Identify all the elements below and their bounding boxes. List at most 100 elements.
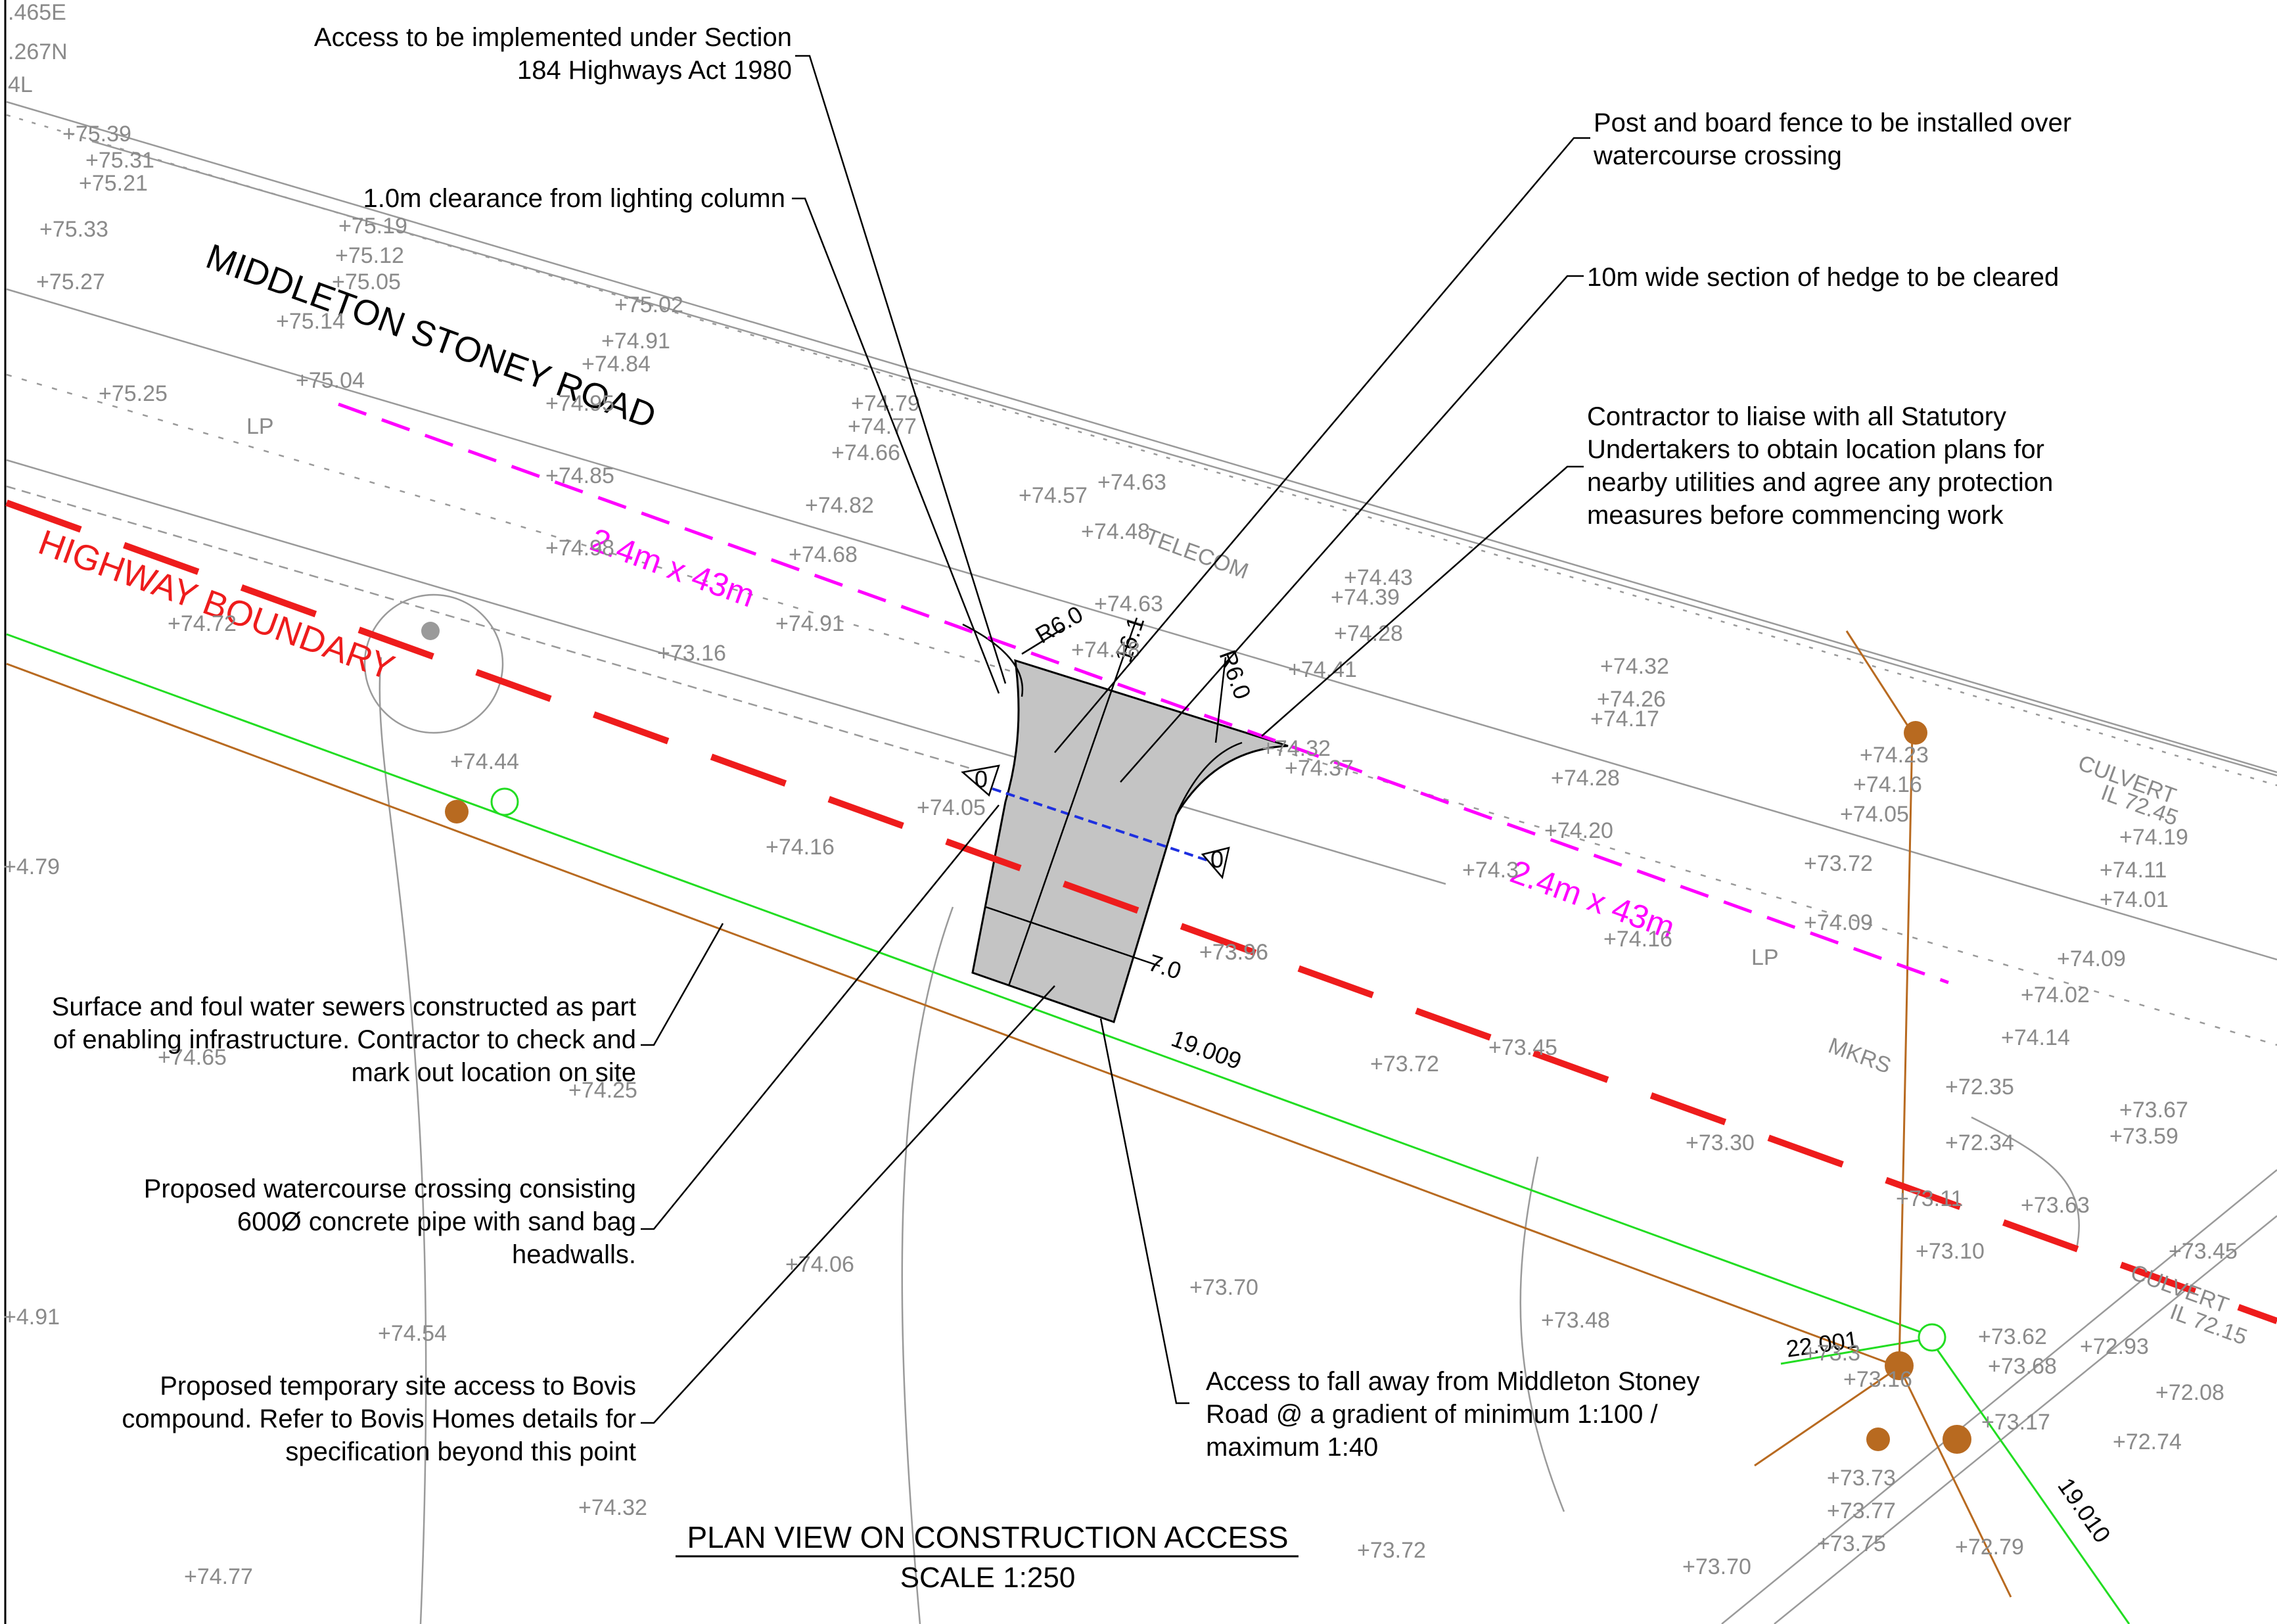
leader-statutory: [1261, 465, 1584, 737]
corner-label-1: .465E: [8, 0, 66, 25]
spot-level: +73.45: [1488, 1035, 1557, 1060]
spot-level: +74.19: [2119, 825, 2188, 850]
headwall-east: [1201, 847, 1230, 879]
spot-level: +74.48: [1081, 519, 1150, 544]
spot-level: +74.91: [601, 329, 670, 354]
hedge-line-top: [6, 101, 2277, 774]
spot-level: +74.91: [775, 611, 844, 636]
leader-watercourse: [641, 804, 1000, 1230]
svg-text:compound. Refer to Bovis Homes: compound. Refer to Bovis Homes details f…: [122, 1404, 636, 1433]
spot-level: +73.75: [1817, 1531, 1886, 1556]
spot-level: +73.70: [1189, 1275, 1258, 1300]
spot-level: +73.96: [1199, 940, 1268, 965]
spot-level: +73.96: [1199, 940, 1268, 965]
svg-text:Contractor to liaise with all: Contractor to liaise with all Statutory: [1587, 402, 2006, 431]
spot-level: +73.17: [1981, 1410, 2050, 1435]
note-gradient: Access to fall away from Middleton Stone…: [1206, 1367, 1699, 1462]
spot-level: +74.05: [1840, 802, 1909, 827]
ditch-line: [6, 485, 973, 770]
spot-level: +74.63: [1094, 592, 1163, 616]
spot-level: +73.77: [1827, 1498, 1896, 1523]
svg-text:Road @ a gradient of minimum 1: Road @ a gradient of minimum 1:100 /: [1206, 1400, 1659, 1429]
spot-level: +72.35: [1945, 1075, 2014, 1100]
spot-level: +73.72: [1370, 1052, 1439, 1077]
visibility-splay-line: [338, 402, 1949, 985]
svg-text:Undertakers to obtain location: Undertakers to obtain location plans for: [1587, 435, 2044, 464]
spot-level: +74.11: [2100, 858, 2167, 883]
foul-manhole-2: [1904, 721, 1927, 745]
svg-text:headwalls.: headwalls.: [512, 1240, 636, 1269]
footway-se-2: [1774, 1215, 2277, 1624]
spot-level: +73.70: [1682, 1554, 1751, 1579]
visibility-splay-label-west: 2.4m x 43m: [586, 521, 760, 615]
surface-water-sewer: [6, 633, 1936, 1339]
spot-level: +74.48: [1071, 638, 1140, 662]
spot-level: +74.16: [1853, 772, 1922, 797]
spot-level: +73.72: [1804, 851, 1873, 876]
spot-level: +74.32: [578, 1495, 647, 1520]
spot-level: +74.54: [378, 1321, 447, 1346]
svg-text:Proposed temporary site access: Proposed temporary site access to Bovis: [160, 1372, 636, 1401]
leader-fence: [1054, 137, 1590, 753]
spot-level: +72.74: [2113, 1429, 2182, 1454]
svg-text:Access to fall away from Middl: Access to fall away from Middleton Stone…: [1206, 1367, 1699, 1396]
length-dimension-line: [1007, 617, 1138, 986]
svg-text:184 Highways Act 1980: 184 Highways Act 1980: [517, 56, 792, 85]
spot-level: +74.26: [1597, 687, 1666, 712]
spot-level: +74.17: [1590, 707, 1659, 731]
svg-text:nearby utilities and agree any: nearby utilities and agree any protectio…: [1587, 468, 2053, 497]
track-middle: [901, 906, 954, 1624]
spot-level: +75.05: [332, 269, 401, 294]
spot-level: +74.16: [766, 835, 835, 860]
radius-leader-east: [1214, 657, 1227, 743]
note-post-board-fence: Post and board fence to be installed ove…: [1593, 108, 2071, 170]
spot-level: +75.02: [614, 292, 683, 317]
svg-text:1.0m clearance from lighting c: 1.0m clearance from lighting column: [363, 184, 785, 213]
corner-label-3: 4L: [8, 72, 33, 97]
note-sewers: Surface and foul water sewers constructe…: [52, 992, 636, 1087]
foul-manhole-3: [1885, 1351, 1914, 1380]
width-dimension-label: 7.0: [1145, 949, 1185, 985]
radius-kerb-west: [962, 623, 1024, 697]
svg-text:Access to be implemented under: Access to be implemented under Section: [314, 23, 792, 52]
spot-level: +74.32: [1262, 736, 1331, 761]
footway-se-1: [1721, 1169, 2277, 1624]
spot-level: +73.30: [1686, 1130, 1755, 1155]
spot-level: +74.39: [1331, 585, 1400, 610]
spot-level: +75.12: [335, 243, 404, 268]
headwall-mark-east: 0: [1210, 846, 1224, 873]
surface-water-branch: [1780, 1336, 1936, 1365]
spot-level: +75.31: [85, 148, 154, 173]
spot-level: +73.3: [1804, 1341, 1860, 1366]
spot-level: +75.27: [36, 269, 105, 294]
spot-level: +73.10: [1916, 1239, 1985, 1264]
spot-levels: +75.39+75.31+75.21+75.33+75.19+75.12+75.…: [3, 122, 2238, 1589]
telecom-label: TELECOM: [1141, 524, 1251, 584]
svg-text:of enabling infrastructure. Co: of enabling infrastructure. Contractor t…: [53, 1025, 636, 1054]
spot-level: +74.01: [2100, 887, 2169, 912]
spot-level: +74.72: [168, 611, 237, 636]
spot-level: +74.23: [1860, 743, 1929, 768]
drawing-title: PLAN VIEW ON CONSTRUCTION ACCESS: [687, 1520, 1288, 1554]
leader-site-access: [641, 985, 1055, 1424]
spot-level: +74.28: [1551, 766, 1620, 791]
spot-level: +73.59: [2109, 1124, 2178, 1149]
lp-label-1: LP: [246, 414, 274, 439]
svg-text:10m wide section of hedge to b: 10m wide section of hedge to be cleared: [1587, 263, 2059, 292]
spot-level: +73.16: [657, 641, 726, 666]
leader-sewers: [641, 923, 724, 1046]
spot-level: +74.98: [545, 536, 614, 561]
spot-level: +74.63: [1097, 470, 1166, 495]
spot-level: +75.25: [99, 381, 168, 406]
svg-text:watercourse crossing: watercourse crossing: [1593, 141, 1842, 170]
verge-line: [6, 459, 1446, 885]
spot-level: +72.08: [2155, 1380, 2224, 1405]
access-hardstanding: [971, 659, 1289, 1023]
spot-level: +73.48: [1541, 1308, 1610, 1333]
spot-level: +4.91: [3, 1305, 60, 1330]
foul-water-sw: [1754, 1366, 1900, 1467]
svg-text:measures before commencing wor: measures before commencing work: [1587, 501, 2004, 530]
leader-hedge: [1120, 275, 1584, 783]
spot-level: +73.63: [2021, 1193, 2090, 1218]
drawing-scale: SCALE 1:250: [900, 1562, 1076, 1594]
